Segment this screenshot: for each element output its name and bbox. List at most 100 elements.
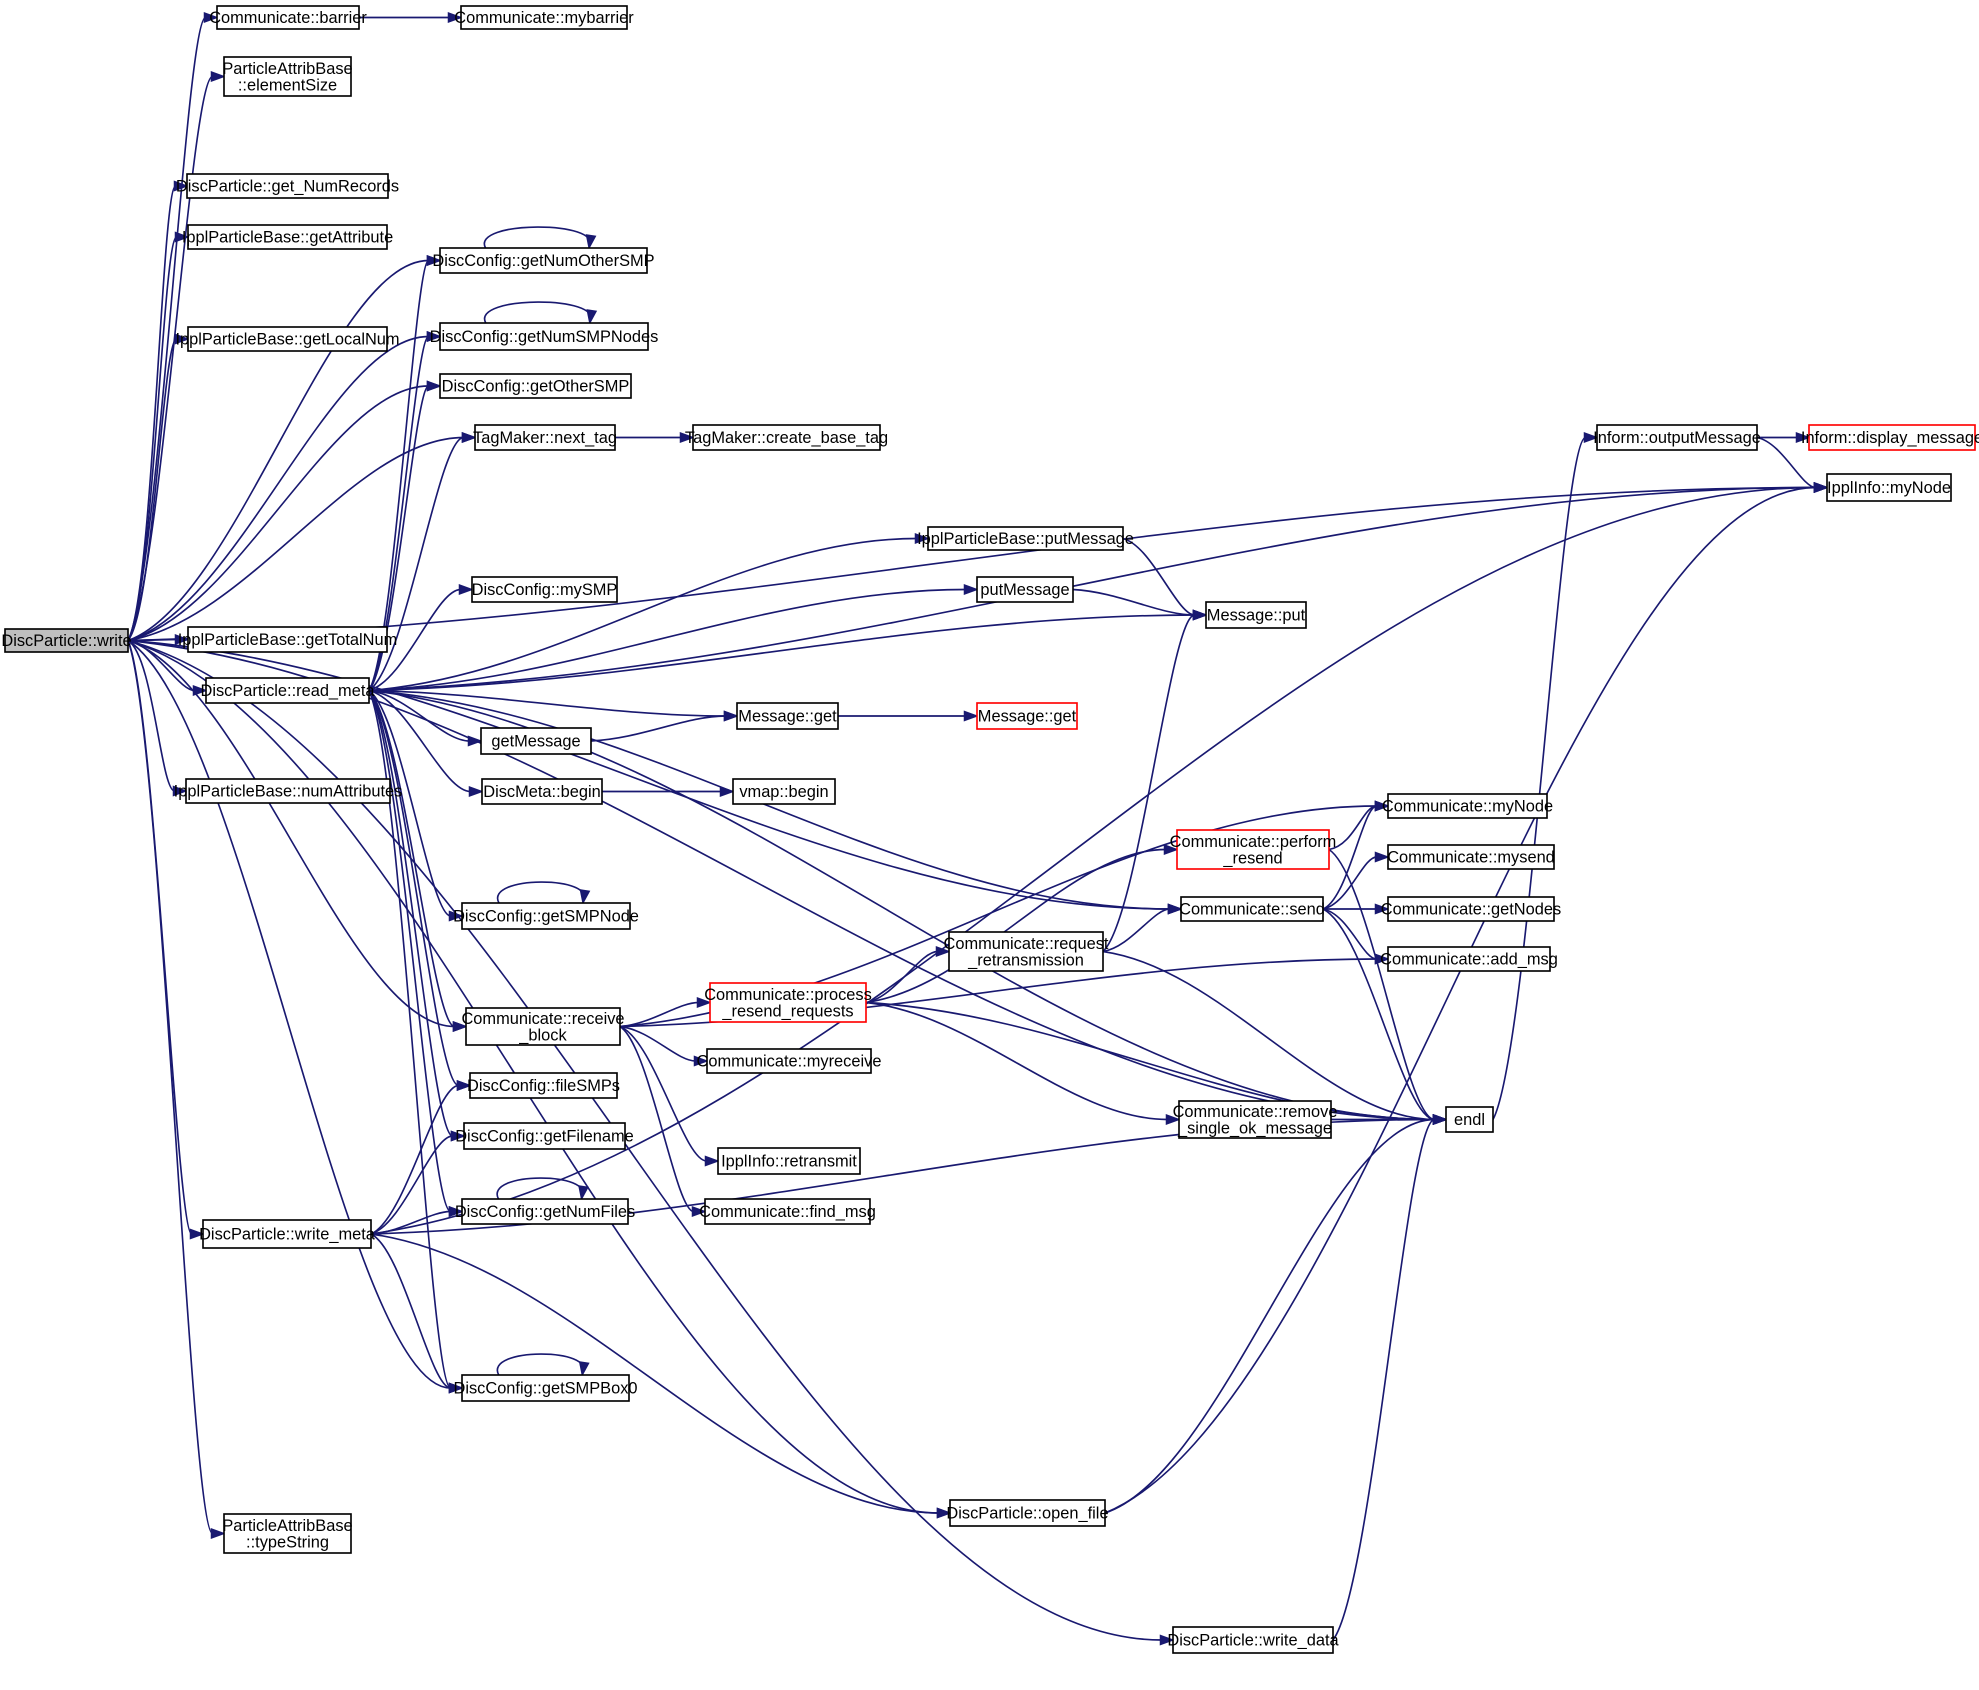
- node-label: _single_ok_message: [1177, 1119, 1332, 1137]
- node-label: Communicate::request: [944, 935, 1109, 953]
- node-box: [461, 1198, 629, 1225]
- node-getNodes[interactable]: Communicate::getNodes: [1381, 896, 1561, 922]
- node-add_msg[interactable]: Communicate::add_msg: [1380, 946, 1558, 972]
- edge-outputMessage-to-display_message: [1756, 432, 1811, 443]
- edge-receive_block-to-myreceive: [619, 1025, 709, 1067]
- node-label: Communicate::getNodes: [1381, 901, 1561, 919]
- node-mysend[interactable]: Communicate::mysend: [1387, 844, 1555, 870]
- node-pbPutMessage[interactable]: IpplParticleBase::putMessage: [917, 526, 1134, 551]
- edge-write-to-elementSize: [127, 71, 226, 641]
- node-vmapBegin[interactable]: vmap::begin: [732, 778, 836, 805]
- node-retransmit[interactable]: IpplInfo::retransmit: [717, 1147, 861, 1175]
- node-box: [1205, 601, 1307, 629]
- node-getLocalNum[interactable]: IpplParticleBase::getLocalNum: [175, 326, 400, 352]
- node-getNumFiles[interactable]: DiscConfig::getNumFiles: [455, 1198, 635, 1225]
- node-commMyNode[interactable]: Communicate::myNode: [1382, 793, 1553, 819]
- node-mybarrier[interactable]: Communicate::mybarrier: [454, 5, 634, 30]
- edge-write-to-getOtherSMP: [127, 380, 442, 642]
- node-create_base_tag[interactable]: TagMaker::create_base_tag: [685, 424, 888, 451]
- edge-send-to-add_msg: [1322, 908, 1390, 965]
- node-open_file[interactable]: DiscParticle::open_file: [946, 1499, 1109, 1527]
- node-find_msg[interactable]: Communicate::find_msg: [699, 1198, 876, 1225]
- node-request_retrans[interactable]: Communicate::request_retransmission: [944, 931, 1109, 972]
- node-label: DiscConfig::getOtherSMP: [442, 378, 630, 396]
- node-barrier[interactable]: Communicate::barrier: [209, 5, 367, 30]
- node-elementSize[interactable]: ParticleAttribBase::elementSize: [222, 56, 353, 97]
- node-getFilename[interactable]: DiscConfig::getFilename: [455, 1122, 634, 1150]
- node-label: getMessage: [491, 733, 580, 751]
- node-box: [461, 902, 631, 930]
- node-box: [1387, 793, 1548, 819]
- node-receive_block[interactable]: Communicate::receive_block: [461, 1007, 625, 1046]
- node-label: Communicate::find_msg: [699, 1203, 876, 1221]
- node-label: DiscConfig::getNumSMPNodes: [430, 328, 659, 346]
- edge-write-to-typeString: [127, 640, 226, 1539]
- node-getTotalNum[interactable]: IpplParticleBase::getTotalNum: [178, 626, 398, 653]
- node-box: [465, 1007, 621, 1046]
- edge-read_meta-to-getOtherSMP: [368, 380, 442, 692]
- node-putMessage[interactable]: putMessage: [976, 576, 1074, 603]
- edge-discMetaBegin-to-vmapBegin: [602, 786, 735, 797]
- node-getNumRecords[interactable]: DiscParticle::get_NumRecords: [176, 173, 399, 199]
- node-label: Communicate::myNode: [1382, 798, 1553, 816]
- node-outputMessage[interactable]: Inform::outputMessage: [1593, 424, 1761, 451]
- node-msgGet1[interactable]: Message::get: [736, 702, 839, 730]
- edge-write-to-getLocalNum: [127, 333, 190, 642]
- node-label: _resend: [1222, 849, 1282, 867]
- node-fileSMPs[interactable]: DiscConfig::fileSMPs: [467, 1072, 620, 1099]
- node-box: [185, 778, 391, 804]
- edge-read_meta-to-next_tag: [368, 432, 477, 692]
- node-write_data[interactable]: DiscParticle::write_data: [1167, 1626, 1340, 1654]
- edge-read_meta-to-discMetaBegin: [368, 689, 484, 797]
- node-perform_resend[interactable]: Communicate::perform_resend: [1170, 829, 1337, 870]
- node-process_resend[interactable]: Communicate::process_resend_requests: [704, 982, 872, 1023]
- edge-request_retrans-to-msgPut: [1102, 609, 1208, 953]
- edge-write-to-getAttribute: [127, 231, 190, 641]
- node-msgGet2[interactable]: Message::get: [976, 702, 1078, 730]
- node-write[interactable]: DiscParticle::write: [1, 628, 132, 653]
- node-box: [461, 1374, 630, 1402]
- node-box: [692, 424, 881, 451]
- edge-getMessage-to-msgGet1: [590, 710, 739, 742]
- edge-write_meta-to-fileSMPs: [370, 1080, 472, 1235]
- node-endl[interactable]: endl: [1445, 1106, 1494, 1133]
- node-getSMPBox0[interactable]: DiscConfig::getSMPBox0: [453, 1374, 638, 1402]
- node-getMessage[interactable]: getMessage: [480, 727, 592, 755]
- node-remove_single[interactable]: Communicate::remove_single_ok_message: [1173, 1100, 1338, 1139]
- node-box: [1808, 424, 1976, 451]
- node-typeString[interactable]: ParticleAttribBase::typeString: [222, 1513, 353, 1554]
- edge-write-to-numAttributes: [127, 639, 188, 797]
- node-discMetaBegin[interactable]: DiscMeta::begin: [481, 778, 603, 805]
- node-getNumSMPNodes[interactable]: DiscConfig::getNumSMPNodes: [430, 322, 659, 351]
- node-mySMP[interactable]: DiscConfig::mySMP: [471, 576, 618, 603]
- edge-send-to-getNodes: [1323, 903, 1390, 915]
- node-label: DiscParticle::write: [1, 632, 131, 650]
- node-box: [949, 1499, 1106, 1527]
- node-getOtherSMP[interactable]: DiscConfig::getOtherSMP: [439, 373, 632, 399]
- node-label: IpplParticleBase::getAttribute: [182, 229, 393, 247]
- edge-endl-to-outputMessage: [1492, 432, 1599, 1120]
- edge-read_meta-to-getMessage: [368, 689, 483, 747]
- node-next_tag[interactable]: TagMaker::next_tag: [473, 424, 617, 451]
- node-getAttribute[interactable]: IpplParticleBase::getAttribute: [182, 224, 393, 250]
- call-edges: [127, 12, 1829, 1646]
- node-numAttributes[interactable]: IpplParticleBase::numAttributes: [174, 778, 403, 804]
- node-label: DiscConfig::getSMPNode: [453, 908, 639, 926]
- node-label: _resend_requests: [721, 1002, 853, 1020]
- node-label: Communicate::mysend: [1387, 849, 1555, 867]
- node-ipplMyNode[interactable]: IpplInfo::myNode: [1826, 473, 1952, 502]
- node-getNumOtherSMP[interactable]: DiscConfig::getNumOtherSMP: [432, 247, 655, 274]
- node-myreceive[interactable]: Communicate::myreceive: [697, 1048, 882, 1074]
- node-send[interactable]: Communicate::send: [1179, 896, 1325, 922]
- node-label: Communicate::mybarrier: [454, 9, 634, 27]
- node-label: vmap::begin: [739, 783, 828, 801]
- node-display_message[interactable]: Inform::display_message: [1801, 424, 1979, 451]
- node-write_meta[interactable]: DiscParticle::write_meta: [199, 1219, 376, 1249]
- node-msgPut[interactable]: Message::put: [1205, 601, 1307, 629]
- node-box: [717, 1147, 861, 1175]
- edge-msgGet1-to-msgGet2: [837, 710, 979, 722]
- node-label: DiscParticle::open_file: [946, 1505, 1108, 1523]
- node-getSMPNode[interactable]: DiscConfig::getSMPNode: [453, 902, 639, 930]
- node-read_meta[interactable]: DiscParticle::read_meta: [200, 677, 375, 704]
